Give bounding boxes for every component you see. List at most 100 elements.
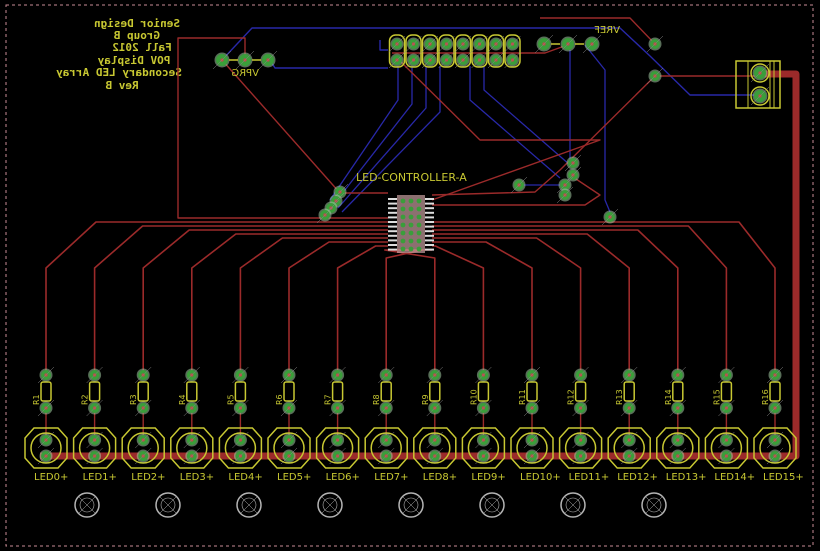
resistor-pin[interactable] [426, 366, 443, 384]
led[interactable] [607, 427, 651, 469]
header-pin[interactable] [454, 51, 472, 69]
resistor-pin[interactable] [280, 366, 298, 384]
resistor[interactable] [88, 381, 101, 402]
led-cathode[interactable] [523, 447, 541, 465]
led[interactable] [510, 427, 554, 469]
test-pad[interactable] [646, 67, 664, 85]
resistor-pin[interactable] [523, 366, 541, 384]
resistor-pin[interactable] [329, 366, 346, 384]
resistor-pin[interactable] [378, 399, 395, 417]
header-pin[interactable] [487, 51, 505, 69]
resistor-pin[interactable] [523, 399, 541, 417]
resistor-pin[interactable] [135, 366, 152, 384]
led-cathode[interactable] [669, 447, 686, 465]
header-pin[interactable] [504, 51, 521, 69]
vref-pin[interactable] [534, 34, 554, 54]
led-anode[interactable] [86, 431, 103, 449]
led-cathode[interactable] [621, 447, 638, 465]
resistor[interactable] [40, 381, 52, 402]
led-anode[interactable] [329, 431, 346, 449]
led[interactable] [24, 427, 68, 469]
led[interactable] [558, 427, 603, 469]
led-cathode[interactable] [280, 447, 298, 465]
resistor-pin[interactable] [426, 399, 443, 417]
resistor-pin[interactable] [621, 366, 638, 384]
vprg-pin[interactable] [212, 50, 232, 70]
led-cathode[interactable] [135, 447, 152, 465]
led-anode[interactable] [232, 431, 249, 449]
resistor-pin[interactable] [232, 366, 249, 384]
resistor-pin[interactable] [718, 366, 735, 384]
led-anode[interactable] [37, 431, 55, 449]
led[interactable] [72, 427, 117, 469]
resistor-pin[interactable] [621, 399, 638, 417]
resistor[interactable] [477, 381, 490, 402]
resistor-pin[interactable] [86, 366, 103, 384]
led-cathode[interactable] [766, 447, 784, 465]
header-pin[interactable] [405, 51, 422, 69]
header-pin[interactable] [438, 35, 455, 53]
led-anode[interactable] [426, 431, 443, 449]
led-cathode[interactable] [183, 447, 200, 465]
led[interactable] [121, 427, 165, 469]
via[interactable] [601, 208, 619, 226]
via[interactable] [556, 176, 574, 194]
led-anode[interactable] [280, 431, 298, 449]
led-anode[interactable] [621, 431, 638, 449]
led[interactable] [218, 427, 263, 469]
vprg-pin[interactable] [258, 50, 278, 70]
led-anode[interactable] [183, 431, 200, 449]
resistor-pin[interactable] [37, 399, 55, 417]
resistor-pin[interactable] [183, 399, 200, 417]
resistor[interactable] [380, 381, 392, 402]
resistor[interactable] [429, 381, 441, 402]
resistor-pin[interactable] [766, 399, 784, 417]
led[interactable] [315, 427, 360, 469]
resistor[interactable] [720, 381, 733, 402]
resistor-pin[interactable] [183, 366, 200, 384]
vref-pin[interactable] [558, 34, 578, 54]
header-pin[interactable] [388, 35, 406, 53]
resistor-pin[interactable] [572, 366, 589, 384]
led[interactable] [753, 427, 797, 469]
led[interactable] [656, 427, 700, 469]
resistor[interactable] [234, 381, 247, 402]
resistor-pin[interactable] [669, 366, 686, 384]
header-pin[interactable] [471, 51, 488, 69]
vref-pin[interactable] [582, 34, 602, 54]
resistor-pin[interactable] [232, 399, 249, 417]
header-pin[interactable] [471, 35, 488, 53]
test-pad[interactable] [646, 35, 664, 53]
resistor-pin[interactable] [572, 399, 589, 417]
terminal-pin[interactable] [750, 86, 770, 106]
header-pin[interactable] [454, 35, 472, 53]
led-cathode[interactable] [86, 447, 103, 465]
led-cathode[interactable] [329, 447, 346, 465]
resistor[interactable] [769, 381, 781, 402]
led[interactable] [461, 427, 506, 469]
header-pin[interactable] [405, 35, 422, 53]
header-pin[interactable] [487, 35, 505, 53]
resistor[interactable] [137, 381, 149, 402]
led[interactable] [170, 427, 214, 469]
resistor[interactable] [623, 381, 635, 402]
header-pin[interactable] [421, 35, 439, 53]
led-cathode[interactable] [378, 447, 395, 465]
led-controller-chip[interactable] [388, 195, 434, 253]
resistor[interactable] [186, 381, 198, 402]
led[interactable] [413, 427, 457, 469]
resistor[interactable] [331, 381, 344, 402]
header-pin[interactable] [504, 35, 521, 53]
led-anode[interactable] [135, 431, 152, 449]
led-cathode[interactable] [475, 447, 492, 465]
led-cathode[interactable] [572, 447, 589, 465]
via[interactable] [564, 154, 582, 172]
via[interactable] [510, 176, 528, 194]
led-cathode[interactable] [718, 447, 735, 465]
led-anode[interactable] [378, 431, 395, 449]
via[interactable] [556, 186, 574, 204]
led-anode[interactable] [669, 431, 686, 449]
vprg-pin[interactable] [235, 50, 255, 70]
led-anode[interactable] [766, 431, 784, 449]
